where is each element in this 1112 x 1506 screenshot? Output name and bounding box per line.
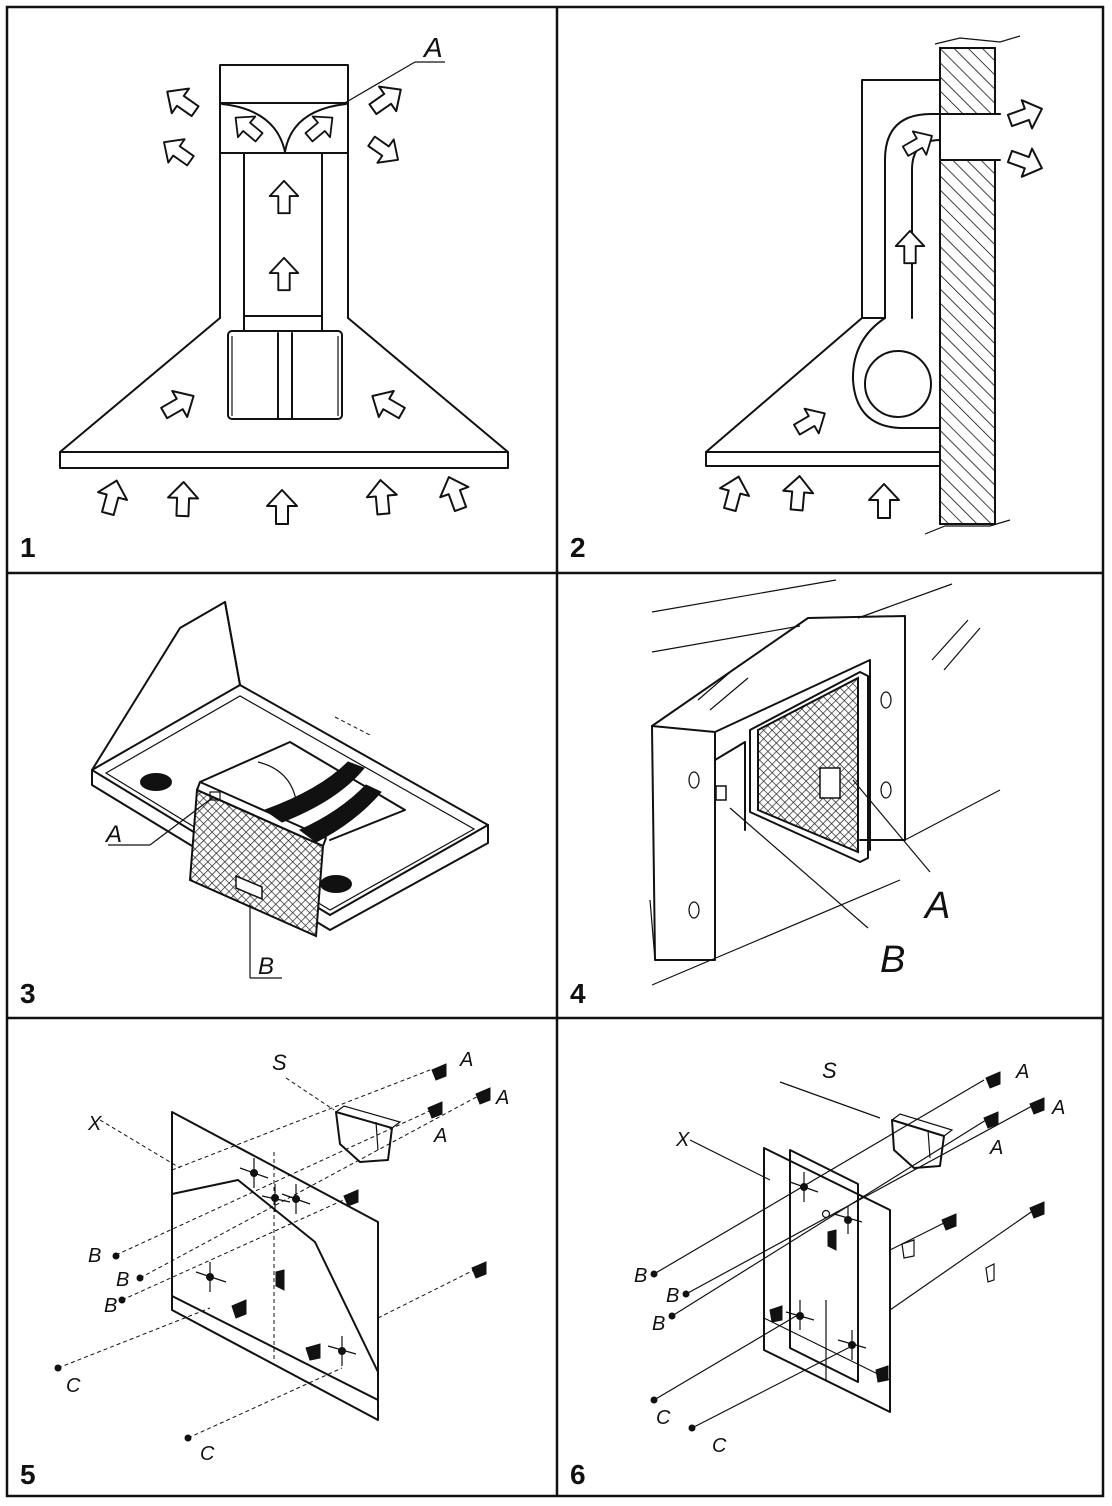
panel-6-label-c-1: C (656, 1407, 671, 1429)
panel-5-label-b-1: B (88, 1245, 101, 1267)
panel-4-label-b: B (880, 939, 905, 981)
panel-1-extraction-hood-front: A 1 (20, 32, 509, 563)
panel-6-label-s: S (822, 1058, 837, 1083)
panel-5-label-c-2: C (200, 1443, 215, 1465)
panel-1-number: 1 (20, 532, 36, 563)
panel-5-wall-template-fixing: S A A A X B B B C C 5 (20, 1049, 509, 1490)
panel-6-label-a-2: A (1051, 1097, 1065, 1119)
panel-6-label-a-1: A (1015, 1061, 1029, 1083)
panel-6-label-a-3: A (989, 1137, 1003, 1159)
panel-6-wall-template-fixing-alt: S A A A X B B B C C 6 (570, 1058, 1065, 1490)
panel-3-label-a: A (104, 821, 122, 848)
panel-3-hood-underside-filter: A B 3 (20, 601, 489, 1009)
panel-3-number: 3 (20, 978, 36, 1009)
panel-5-label-b-2: B (116, 1269, 129, 1291)
panel-5-label-a-3: A (433, 1125, 447, 1147)
panel-3-label-b: B (258, 953, 274, 980)
panel-4-label-a: A (923, 885, 950, 927)
panel-2-number: 2 (570, 532, 586, 563)
panel-5-label-s: S (272, 1050, 287, 1075)
panel-6-number: 6 (570, 1459, 586, 1490)
panel-4-filter-detail-closeup: A B 4 (570, 579, 1001, 1009)
panel-4-number: 4 (570, 978, 586, 1009)
panel-6-label-b-2: B (666, 1285, 679, 1307)
panel-6-label-c-2: C (712, 1435, 727, 1457)
panel-5-label-a-2: A (495, 1087, 509, 1109)
panel-6-label-x: X (675, 1129, 690, 1151)
panel-5-label-a-1: A (459, 1049, 473, 1071)
panel-5-label-x: X (87, 1113, 102, 1135)
panel-5-label-c-1: C (66, 1375, 81, 1397)
panel-6-label-b-1: B (634, 1265, 647, 1287)
panel-1-label-a: A (422, 32, 443, 63)
panel-6-label-b-3: B (652, 1313, 665, 1335)
panel-5-label-b-3: B (104, 1295, 117, 1317)
panel-5-number: 5 (20, 1459, 36, 1490)
panel-grid (5, 5, 1105, 1498)
panel-2-side-section-wall-duct: 2 (570, 35, 1049, 563)
